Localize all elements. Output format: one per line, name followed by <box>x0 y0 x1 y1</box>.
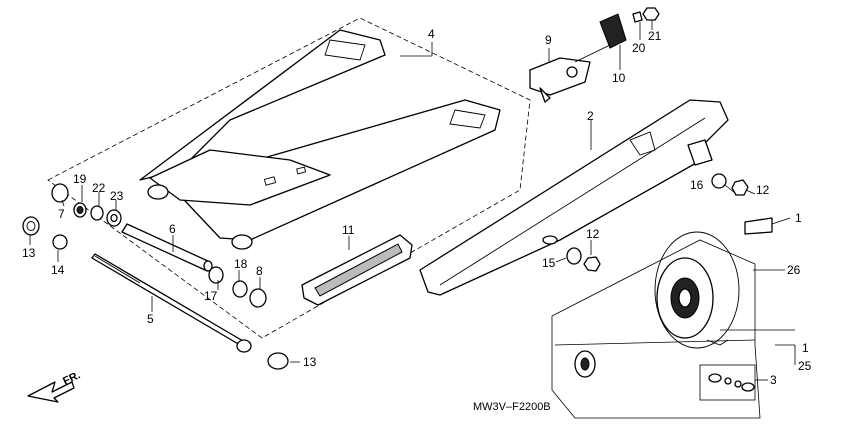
callout-8: 8 <box>256 264 263 278</box>
drive-chain <box>574 231 740 378</box>
callout-14: 14 <box>51 263 65 277</box>
chain-joint-kit <box>699 364 756 401</box>
diagram-code: MW3V–F2200B <box>473 401 551 413</box>
callout-3: 3 <box>770 373 777 387</box>
pivot-bolt <box>91 253 252 353</box>
callout-4: 4 <box>428 27 435 41</box>
callout-12-upper: 12 <box>756 183 770 197</box>
callout-19: 19 <box>73 172 87 186</box>
pivot-collar <box>121 223 213 272</box>
swingarm-group-frame <box>47 17 531 339</box>
bearing-parts-right <box>566 173 773 272</box>
chain-kit-divider <box>554 339 756 346</box>
chain-case <box>419 99 729 296</box>
callout-20: 20 <box>632 41 646 55</box>
callout-11: 11 <box>342 223 355 237</box>
callout-numbers: 4 9 10 20 21 2 16 12 1 11 6 18 8 17 5 19… <box>22 27 812 387</box>
callout-6: 6 <box>169 222 176 236</box>
callout-12-lower: 12 <box>586 227 600 241</box>
callout-7: 7 <box>58 207 65 221</box>
callout-21: 21 <box>648 29 662 43</box>
callout-26: 26 <box>787 263 801 277</box>
callout-16: 16 <box>690 178 704 192</box>
chain-adjuster <box>529 7 660 103</box>
callout-13-bottom: 13 <box>303 355 317 369</box>
direction-label: FR. <box>61 369 82 387</box>
swingarm <box>139 29 501 250</box>
front-direction-arrow: FR. <box>27 369 82 403</box>
leader-lines <box>29 20 796 381</box>
callout-10: 10 <box>612 71 626 85</box>
callout-1-upper: 1 <box>795 211 802 225</box>
callout-9: 9 <box>545 33 552 47</box>
callout-23: 23 <box>110 189 124 203</box>
callout-1-lower: 1 <box>802 341 809 355</box>
chain-kit-frame <box>551 239 761 419</box>
callout-15: 15 <box>542 256 556 270</box>
callout-25: 25 <box>798 359 812 373</box>
callout-17: 17 <box>204 289 218 303</box>
callout-22: 22 <box>92 181 106 195</box>
bearing-parts-left <box>22 183 289 370</box>
chain-slider <box>301 234 413 306</box>
callout-18: 18 <box>234 257 248 271</box>
callout-13-left: 13 <box>22 246 36 260</box>
callout-5: 5 <box>147 312 154 326</box>
callout-2: 2 <box>587 109 594 123</box>
